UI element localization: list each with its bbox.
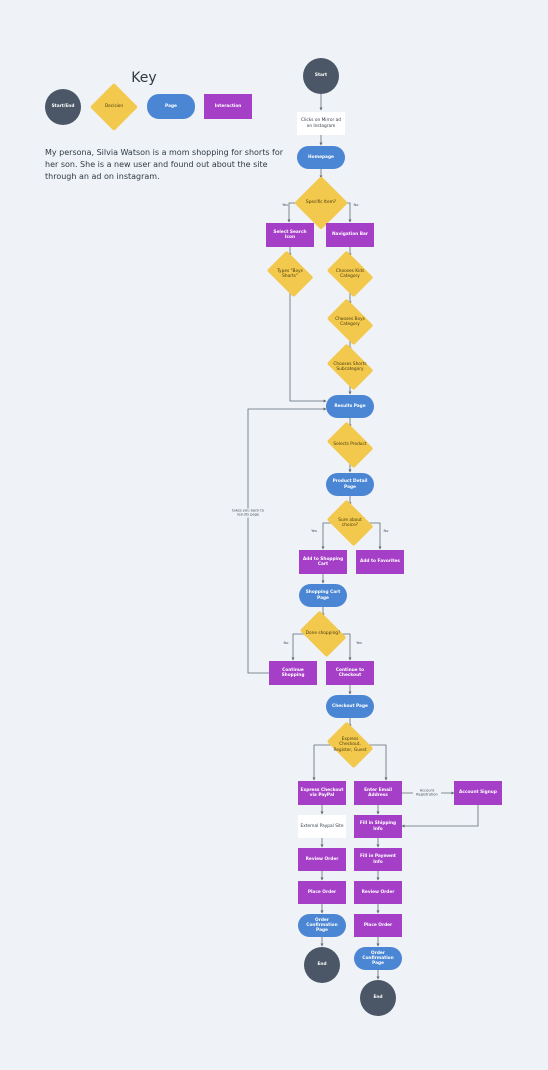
key-decision-label: Decision: [104, 104, 124, 110]
external-paypal-site-note: External Paypal Site: [298, 815, 346, 838]
done-shopping-decision: Done shopping?: [296, 614, 350, 654]
selects-product-node: Selects Product: [323, 425, 377, 465]
edge-signup-to-shipping: [401, 805, 479, 828]
review-order-right-node: Review Order: [354, 881, 402, 904]
shopping-cart-page-node: Shopping Cart Page: [299, 584, 347, 607]
select-search-icon-node: Select Search Icon: [266, 223, 314, 247]
express-checkout-paypal-node: Express Checkout via PayPal: [298, 781, 346, 805]
enter-email-address-node: Enter Email Address: [354, 781, 402, 805]
results-page-node: Results Page: [326, 395, 374, 418]
end-right-node: End: [360, 980, 396, 1016]
types-boys-shorts-node: Types "Boys Shorts": [263, 254, 317, 294]
continue-to-checkout-node: Continue to Checkout: [326, 661, 374, 685]
label-sure-yes: Yes: [311, 528, 317, 533]
specific-item-decision: Specific Item?: [294, 176, 348, 230]
key-title: Key: [131, 70, 157, 86]
sure-about-choice-decision: Sure about choice?: [323, 503, 377, 543]
chooses-boys-category-node: Chooses Boys Category: [323, 302, 377, 342]
mirror-ad-note: Clicks on Mirror ad on Instagram: [297, 112, 345, 135]
end-left-node: End: [304, 947, 340, 983]
edge-types-to-results: [289, 292, 327, 403]
label-specific-yes: Yes: [282, 202, 288, 207]
persona-description: My persona, Silvia Watson is a mom shopp…: [45, 148, 284, 181]
account-signup-node: Account Signup: [454, 781, 502, 805]
key-startend-shape: Start/End: [45, 89, 81, 125]
start-node: Start: [303, 58, 339, 94]
continue-shopping-node: Continue Shopping: [269, 661, 317, 685]
edge-continue-back-to-results: [247, 407, 327, 674]
navigation-bar-node: Navigation Bar: [326, 223, 374, 247]
key-page-label: Page: [165, 103, 177, 109]
place-order-left-node: Place Order: [298, 881, 346, 904]
label-back-to-results: takes you back to results page: [231, 508, 265, 518]
review-order-left-node: Review Order: [298, 848, 346, 871]
chooses-shorts-subcategory-node: Chooses Shorts Subcategory: [323, 347, 377, 387]
label-done-yes: Yes: [356, 640, 362, 645]
key-startend-label: Start/End: [51, 104, 75, 110]
product-detail-page-node: Product Detail Page: [326, 473, 374, 496]
label-specific-no: No: [353, 202, 359, 207]
chooses-kids-category-node: Chooses Kids Category: [323, 254, 377, 294]
label-done-no: No: [283, 640, 289, 645]
add-to-favorites-node: Add to Favorites: [356, 550, 404, 574]
checkout-type-decision: Express Checkout, Register, Guest: [323, 725, 377, 765]
order-confirmation-left-node: Order Confirmation Page: [298, 914, 346, 937]
fill-shipping-info-node: Fill in Shipping Info: [354, 815, 402, 838]
label-sure-no: No: [383, 528, 389, 533]
key-decision-shape: Decision: [90, 83, 138, 131]
checkout-page-node: Checkout Page: [326, 695, 374, 718]
key-page-shape: Page: [147, 94, 195, 119]
fill-payment-info-node: Fill in Payment Info: [354, 848, 402, 871]
label-account-registration: Account Registration: [413, 788, 441, 798]
key-interaction-label: Interaction: [214, 103, 242, 109]
place-order-right-node: Place Order: [354, 914, 402, 937]
add-to-shopping-cart-node: Add to Shopping Cart: [299, 550, 347, 574]
key-interaction-shape: Interaction: [204, 94, 252, 119]
order-confirmation-right-node: Order Confirmation Page: [354, 947, 402, 970]
homepage-node: Homepage: [297, 146, 345, 169]
